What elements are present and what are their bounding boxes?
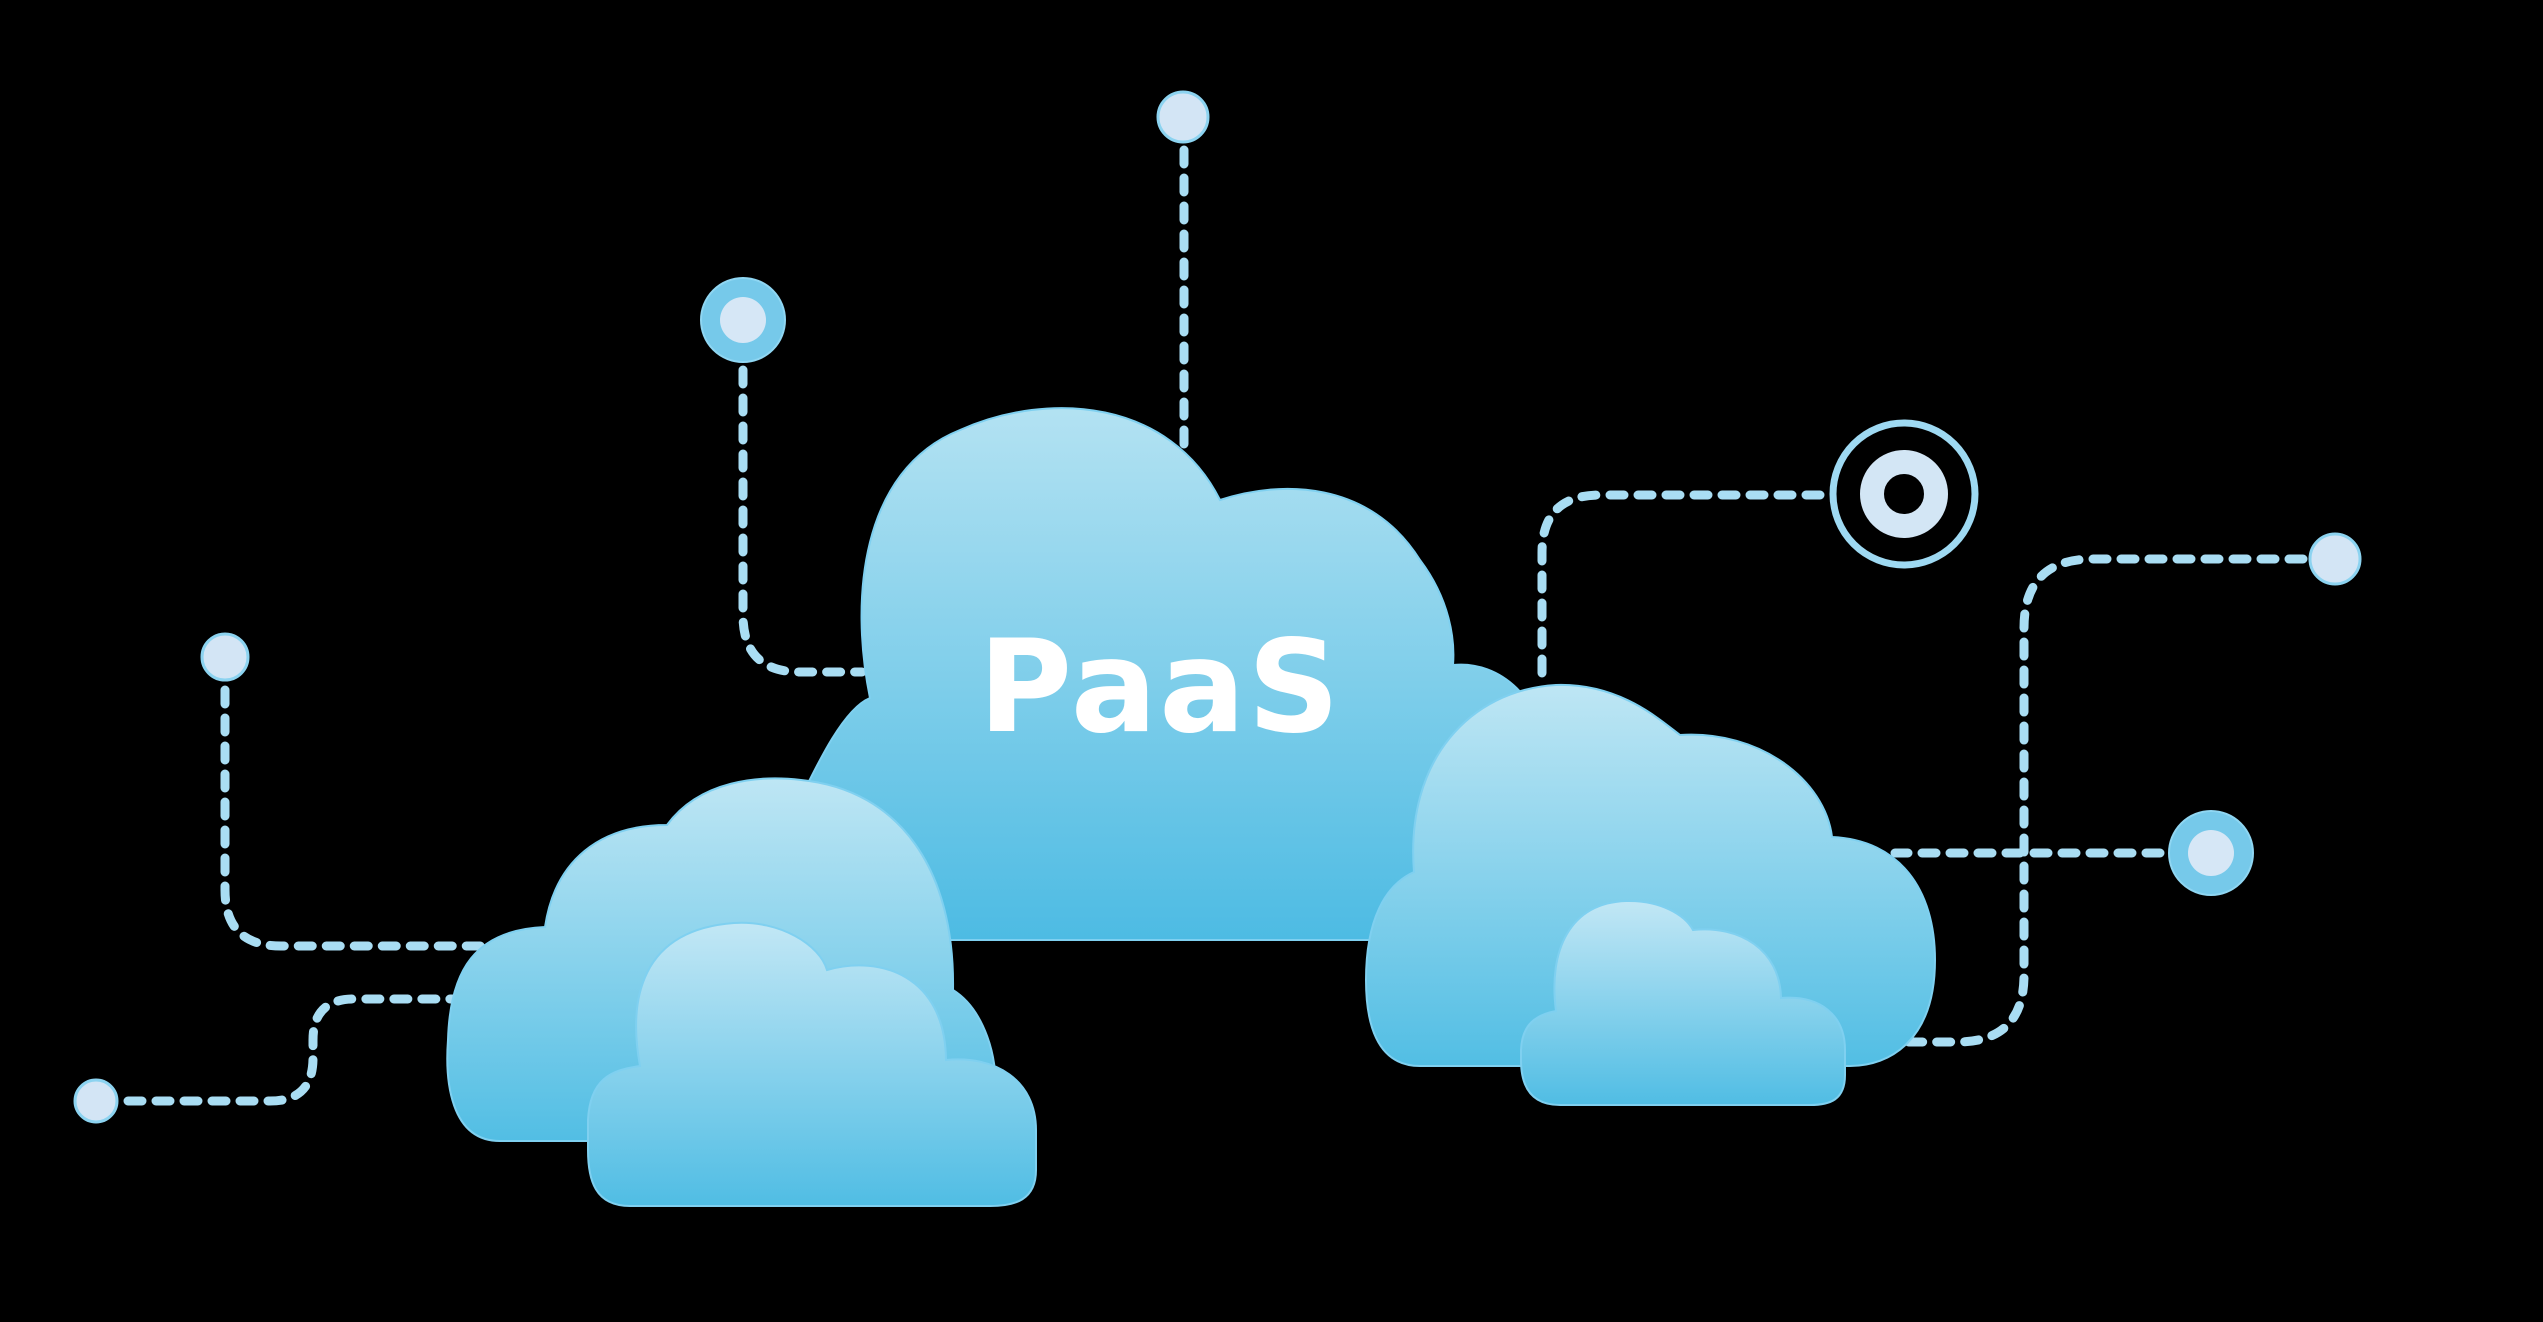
left-node-icon <box>200 632 250 682</box>
right-back-cloud <box>1364 683 1937 1067</box>
connector-far-right <box>1880 554 2308 1047</box>
paas-label: PaaS <box>978 613 1342 762</box>
right-front-cloud <box>1520 899 1846 1106</box>
top-node-icon <box>1156 90 1210 144</box>
far-right-node-icon <box>2308 532 2362 586</box>
connector-bottom-left <box>123 994 460 1106</box>
target-node-icon <box>1829 419 1979 569</box>
connector-upper-left <box>738 365 867 677</box>
connector-lines <box>123 145 2308 1106</box>
upper-left-ring-node-icon <box>700 277 786 363</box>
connector-left <box>220 685 497 951</box>
connector-target <box>1537 490 1825 680</box>
left-front-cloud <box>587 921 1037 1207</box>
bottom-left-node-icon <box>73 1078 119 1124</box>
right-ring-node-icon <box>2168 810 2254 896</box>
main-cloud <box>770 407 1546 941</box>
